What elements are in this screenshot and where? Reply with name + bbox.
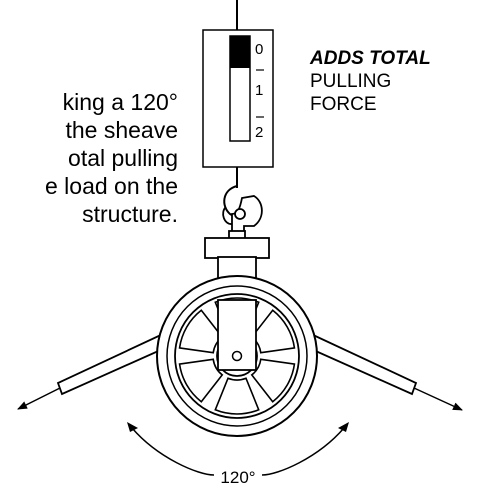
wheel-spoke-opening — [250, 358, 296, 403]
wheel-spoke-opening — [178, 309, 224, 354]
gauge-tick-0: 0 — [255, 41, 263, 58]
force-label-heading: ADDS TOTAL — [310, 48, 431, 69]
caption-text: king a 120° the sheave otal pulling e lo… — [0, 88, 178, 228]
wheel-spoke-opening — [214, 377, 260, 415]
angle-arrowhead-right — [338, 422, 349, 432]
force-label-line-2: PULLING — [310, 71, 392, 92]
clevis — [204, 230, 270, 259]
angle-label: 120° — [220, 468, 255, 487]
angle-arrowhead-left — [127, 422, 138, 432]
wheel-spoke-opening — [178, 358, 224, 403]
hook — [222, 195, 263, 234]
gauge-tick-2: 2 — [255, 124, 263, 141]
caption-line-3: otal pulling — [68, 145, 178, 171]
force-label-line-3: FORCE — [310, 94, 377, 115]
caption-line-1: king a 120° — [62, 89, 178, 115]
force-label: ADDS TOTAL PULLING FORCE — [310, 47, 431, 116]
caption-line-5: structure. — [82, 201, 178, 227]
dynamometer: 0 1 2 — [202, 29, 274, 168]
gauge-fill — [230, 36, 250, 68]
wheel-spoke-opening — [250, 309, 296, 354]
caption-line-2: the sheave — [65, 117, 178, 143]
axle-bolt — [231, 350, 243, 362]
gauge-tick-1: 1 — [255, 82, 263, 99]
angle-arc — [131, 427, 345, 476]
caption-line-4: e load on the — [44, 173, 178, 199]
